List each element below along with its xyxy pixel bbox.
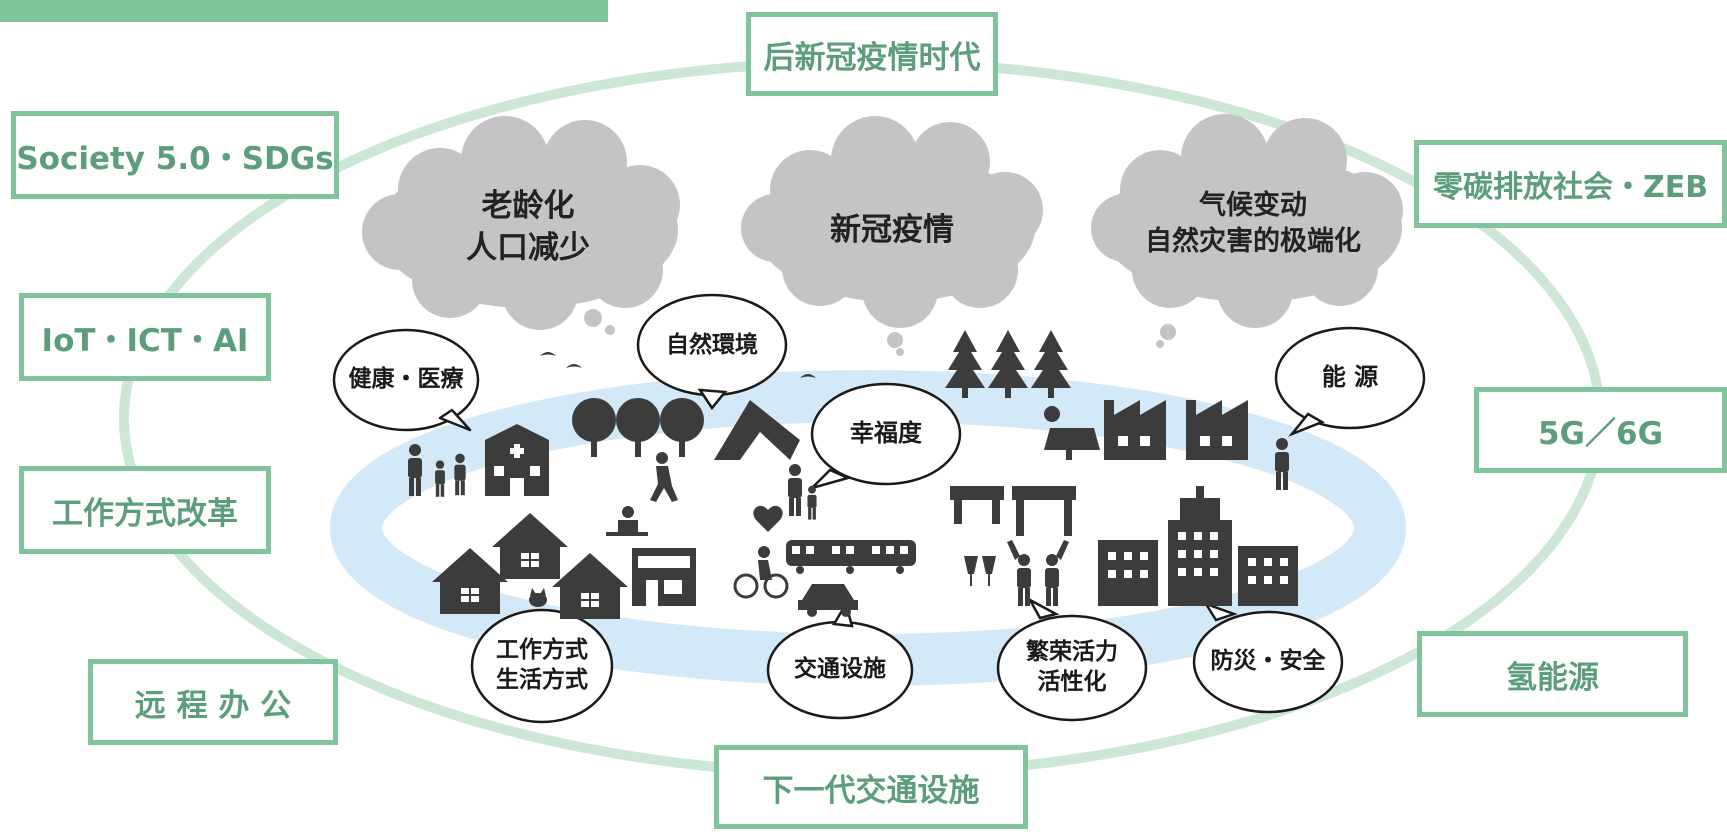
bubble-vitality-label: 繁荣活力 活性化 <box>1002 632 1142 704</box>
cat-icon <box>529 588 547 607</box>
bubble-work-life-label: 工作方式 生活方式 <box>472 630 612 702</box>
bubble-vitality-line-2: 活性化 <box>1037 669 1107 695</box>
bubble-health <box>332 328 480 432</box>
bubble-energy-label: 能 源 <box>1321 363 1379 392</box>
top-accent-bar <box>0 0 608 22</box>
cloud-climate <box>1091 114 1403 348</box>
river-icon <box>714 400 800 460</box>
bubble-happiness-label: 幸福度 <box>850 419 922 448</box>
trees-icon <box>572 398 704 457</box>
label-next-gen-transport: 下一代交通设施 <box>714 745 1028 829</box>
walking-person-icon <box>650 452 678 502</box>
office-buildings-icon <box>1098 486 1298 606</box>
label-hydrogen-energy: 氢能源 <box>1417 631 1688 717</box>
bubble-happiness <box>807 382 962 491</box>
desk-worker-icon <box>606 506 648 536</box>
bubble-nature-label: 自然環境 <box>666 332 758 359</box>
factory-icon <box>1104 400 1248 460</box>
train-icon <box>786 540 916 574</box>
cyclist-icon <box>733 546 789 599</box>
cloud-covid-label: 新冠疫情 <box>830 212 954 248</box>
cloud-climate-line-1: 气候变动 <box>1199 190 1307 221</box>
bubble-nature <box>636 293 788 411</box>
cloud-climate-label: 气候变动 自然灾害的极端化 <box>1112 188 1394 261</box>
label-5g-6g: 5G／6G <box>1474 387 1727 473</box>
label-post-covid-era: 后新冠疫情时代 <box>746 12 998 96</box>
bubble-disaster-label: 防災・安全 <box>1210 648 1326 675</box>
bubble-work-life-line-2: 生活方式 <box>496 667 588 693</box>
cheering-people-icon <box>1007 540 1069 606</box>
label-zero-carbon-zeb: 零碳排放社会・ZEB <box>1414 140 1727 228</box>
bubble-work-life-line-1: 工作方式 <box>496 637 588 664</box>
parent-child-icon <box>788 464 817 520</box>
cloud-aging <box>362 116 680 335</box>
bubble-disaster <box>1192 601 1344 714</box>
cloud-aging-label: 老龄化 人口减少 <box>408 186 648 270</box>
market-stalls-icon <box>950 486 1076 536</box>
bubble-transport-label: 交通设施 <box>794 656 886 683</box>
person-icon <box>1275 438 1289 490</box>
car-icon <box>798 584 858 617</box>
bubble-health-label: 健康・医療 <box>348 366 464 393</box>
toasting-glasses-icon <box>964 556 996 586</box>
cloud-climate-line-2: 自然灾害的极端化 <box>1145 226 1361 258</box>
shop-icon <box>632 548 696 606</box>
label-iot-ict-ai: IoT・ICT・AI <box>19 293 271 381</box>
bubble-energy <box>1274 326 1426 437</box>
pine-trees-icon <box>945 330 1071 398</box>
birds-icon <box>540 352 816 378</box>
hospital-icon <box>485 424 549 496</box>
label-society-sdgs: Society 5.0・SDGs <box>11 111 339 199</box>
cloud-covid <box>741 116 1043 356</box>
heart-icon <box>753 505 783 532</box>
cloud-aging-line-1: 老龄化 <box>481 188 575 224</box>
label-work-reform: 工作方式改革 <box>19 466 271 554</box>
solar-panel-icon <box>1044 406 1100 460</box>
bubble-vitality-line-1: 繁荣活力 <box>1026 639 1118 666</box>
cloud-aging-line-2: 人口减少 <box>466 229 590 266</box>
bubble-vitality <box>996 596 1148 722</box>
label-remote-work: 远 程 办 公 <box>88 659 338 745</box>
